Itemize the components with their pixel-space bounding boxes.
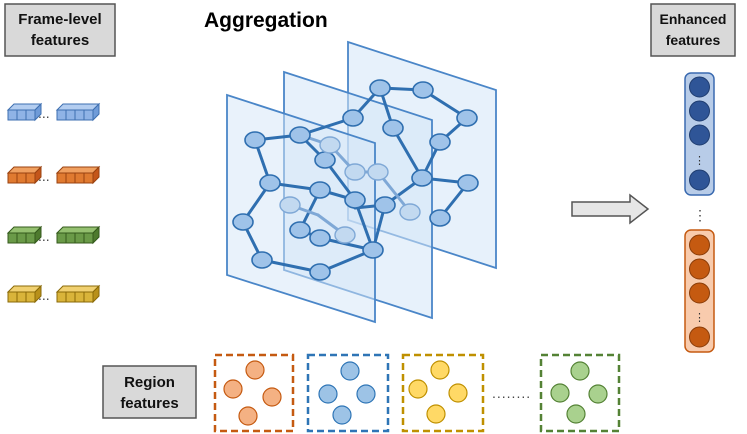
frame-feature-rows: ... ...	[6, 102, 101, 304]
ellipsis-gold: ...	[38, 287, 50, 303]
right-arrow-icon	[571, 193, 650, 225]
ellipsis-blue: ...	[38, 105, 50, 121]
vertical-dots-blue: ⋮	[694, 155, 705, 167]
enhanced-label-box: Enhanced features	[650, 3, 736, 57]
frame-feature-row-orange: ...	[6, 165, 101, 185]
graph-nodes-faded	[279, 136, 421, 244]
region-group-blue	[306, 353, 390, 433]
region-label-line2: features	[120, 395, 178, 412]
frame-level-label-box: Frame-level features	[4, 3, 116, 57]
graph-planes	[226, 40, 497, 324]
region-group-gold	[401, 353, 485, 433]
frame-feature-row-green: ...	[6, 225, 101, 245]
region-label-box: Region features	[102, 365, 197, 419]
ellipsis-orange: ...	[38, 168, 50, 184]
frame-level-label-line1: Frame-level	[18, 11, 101, 28]
vertical-dots-between: ⋮	[693, 207, 707, 223]
frame-feature-row-gold: ...	[6, 284, 101, 304]
enhanced-label-line1: Enhanced	[660, 11, 727, 27]
frame-level-label-line2: features	[31, 32, 89, 49]
region-ellipsis: ........	[492, 385, 531, 401]
graph-nodes	[232, 79, 479, 281]
region-label-line1: Region	[124, 374, 175, 391]
ellipsis-green: ...	[38, 228, 50, 244]
region-group-green	[539, 353, 621, 433]
enhanced-label-line2: features	[666, 32, 721, 48]
vertical-dots-orange: ⋮	[694, 312, 705, 324]
enhanced-vector-orange: ⋮	[684, 229, 715, 353]
aggregation-title: Aggregation	[204, 9, 328, 32]
enhanced-vector-blue: ⋮	[684, 72, 715, 196]
frame-feature-row-blue: ...	[6, 102, 101, 122]
region-group-orange	[213, 353, 295, 433]
